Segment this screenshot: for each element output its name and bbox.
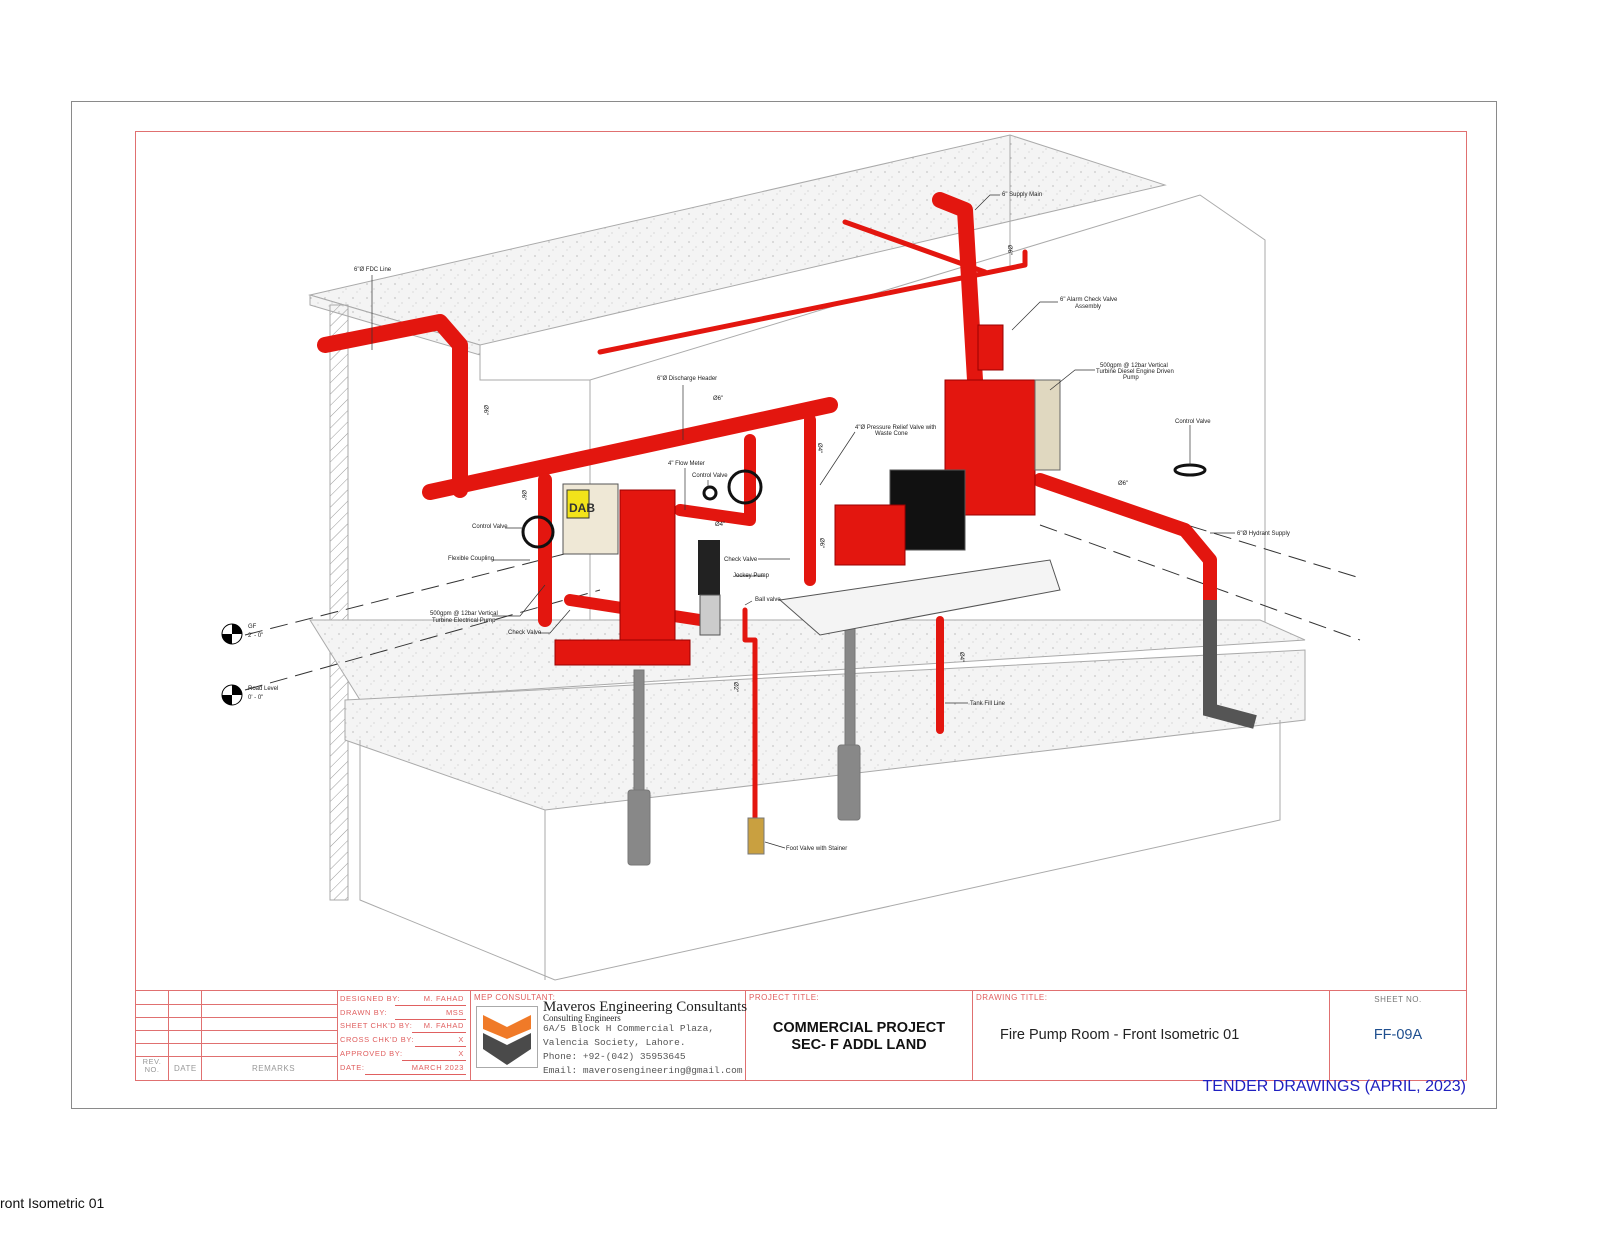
diesel-fire-pump (778, 379, 1061, 636)
sheet-checked-by: SHEET CHK'D BY:M. FAHAD (340, 1021, 466, 1034)
label-alarm-check-valve: 6" Alarm Check Valve (1060, 297, 1118, 303)
label-foot-valve: Foot Valve with Stainer (786, 846, 847, 852)
jockey-pump (698, 540, 721, 636)
title-block (135, 990, 1467, 1081)
drawing-frame (135, 131, 1467, 1081)
level-marker-road: Road Level 0' - 0" (221, 684, 278, 706)
svg-text:Ø4": Ø4" (715, 522, 725, 528)
remarks-header: REMARKS (252, 1064, 296, 1073)
svg-text:Turbine Electrical Pump: Turbine Electrical Pump (432, 618, 496, 624)
company-address-2: Valencia Society, Lahore. (543, 1037, 686, 1048)
date-header: DATE (174, 1064, 197, 1073)
label-control-valve-2: Control Valve (472, 524, 508, 530)
svg-text:Turbine Diesel Engine Driven: Turbine Diesel Engine Driven (1096, 369, 1174, 375)
company-address-1: 6A/5 Block H Commercial Plaza, (543, 1023, 715, 1034)
svg-text:Waste Cone: Waste Cone (875, 431, 908, 437)
svg-text:Ø4": Ø4" (816, 443, 822, 453)
label-tank-fill-line: Tank Fill Line (970, 701, 1006, 707)
rev-no-header: REV. NO. (142, 1057, 162, 1074)
label-supply-main: 6" Supply Main (1002, 192, 1042, 198)
approved-by: APPROVED BY:X (340, 1049, 466, 1062)
drawing-title: Fire Pump Room - Front Isometric 01 (1000, 1027, 1240, 1043)
svg-text:GF: GF (248, 624, 257, 630)
project-title: COMMERCIAL PROJECT SEC- F ADDL LAND (772, 1020, 946, 1053)
label-control-valve-1: Control Valve (692, 473, 728, 479)
svg-text:Ø4": Ø4" (958, 652, 964, 662)
svg-text:0' - 0": 0' - 0" (248, 695, 263, 701)
project-title-label: PROJECT TITLE: (749, 993, 820, 1002)
sheet-no: FF-09A (1373, 1027, 1423, 1043)
svg-text:Ø6": Ø6" (520, 490, 526, 500)
company-phone: Phone: +92-(042) 35953645 (543, 1051, 686, 1062)
label-hydrant-supply: 6"Ø Hydrant Supply (1237, 531, 1290, 537)
label-discharge-header: 6"Ø Discharge Header (657, 376, 717, 382)
svg-text:Ø6": Ø6" (1006, 245, 1012, 255)
label-check-valve-1: Check Valve (508, 630, 542, 636)
svg-text:DAB: DAB (569, 501, 595, 515)
drawn-by: DRAWN BY:MSS (340, 1008, 466, 1021)
svg-text:Ø6": Ø6" (818, 538, 824, 548)
label-flow-meter: 4" Flow Meter (668, 461, 705, 467)
label-flexible-coupling: Flexible Coupling (448, 556, 494, 562)
label-check-valve-2: Check Valve (724, 557, 758, 563)
svg-text:Road Level: Road Level (248, 686, 278, 692)
svg-text:Pump: Pump (1123, 375, 1139, 381)
label-jockey-pump: Jockey Pump (733, 573, 770, 579)
red-piping (317, 192, 1217, 823)
mep-consultant-label: MEP CONSULTANT: (474, 993, 556, 1002)
level-marker-gf: GF 2' - 0" (221, 623, 263, 645)
sheet-border (71, 101, 1497, 1109)
svg-text:Ø6": Ø6" (482, 405, 488, 415)
svg-text:Ø2": Ø2" (732, 682, 738, 692)
company-name: Maveros Engineering Consultants (543, 999, 748, 1015)
label-prv: 4"Ø Pressure Relief Valve with (855, 425, 936, 431)
company-email: Email: maverosengineering@gmail.com (543, 1065, 743, 1076)
drawing-date: DATE:MARCH 2023 (340, 1063, 466, 1076)
label-diesel-pump: 500gpm @ 12bar Vertical (1100, 363, 1168, 369)
svg-text:Ø6": Ø6" (713, 396, 723, 402)
gray-suction-pipes (627, 600, 1257, 866)
label-electrical-pump: 500gpm @ 12bar Vertical (430, 611, 498, 617)
callout-labels: 6"Ø FDC Line 6" Supply Main 6" Alarm Che… (354, 192, 1290, 852)
pipe-size-tags: Ø6" Ø6" Ø6" Ø4" Ø6" Ø6" Ø4" Ø2" Ø4" Ø6" (482, 245, 1128, 692)
label-fdc-line: 6"Ø FDC Line (354, 267, 392, 273)
designed-by: DESIGNED BY:M. FAHAD (340, 994, 466, 1007)
svg-text:Assembly: Assembly (1075, 304, 1101, 310)
drawing-title-label: DRAWING TITLE: (976, 993, 1048, 1002)
tender-drawings-note: TENDER DRAWINGS (APRIL, 2023) (1202, 1078, 1466, 1095)
electric-fire-pump: DAB (554, 483, 691, 666)
svg-text:Ø6": Ø6" (1118, 481, 1128, 487)
company-subtitle: Consulting Engineers (543, 1013, 621, 1023)
label-control-valve-3: Control Valve (1175, 419, 1211, 425)
leader-lines (371, 194, 1235, 849)
svg-text:2' - 0": 2' - 0" (248, 633, 263, 639)
cross-checked-by: CROSS CHK'D BY:X (340, 1035, 466, 1048)
footer-caption: ront Isometric 01 (0, 1195, 105, 1211)
company-logo (476, 1006, 538, 1068)
sheet-no-label: SHEET NO. (1374, 995, 1422, 1004)
label-ball-valve: Ball valve (755, 597, 781, 603)
